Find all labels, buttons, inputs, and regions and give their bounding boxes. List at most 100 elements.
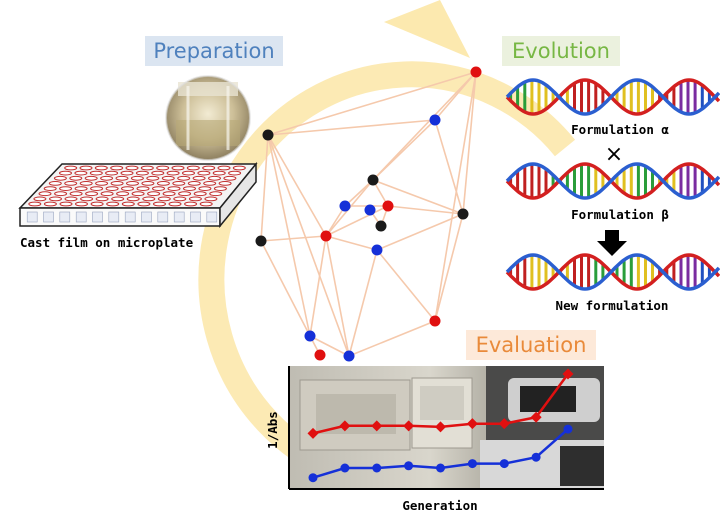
microplate-well xyxy=(95,196,109,202)
evaluation-label: Evaluation xyxy=(466,330,596,360)
microplate-well xyxy=(202,165,216,171)
cycle-ring xyxy=(198,61,576,483)
microplate-well xyxy=(208,175,221,181)
microplate-well xyxy=(106,201,120,207)
microplate-well xyxy=(69,191,83,197)
preparation-label-text: Preparation xyxy=(153,39,274,63)
dna-backbone-red xyxy=(505,162,720,200)
data-point xyxy=(563,424,573,434)
microplate-well xyxy=(69,175,83,181)
microplate-well xyxy=(64,181,78,186)
microplate-well xyxy=(136,186,150,192)
microplate-well xyxy=(90,201,104,207)
network-node xyxy=(371,244,383,256)
microplate-well xyxy=(38,191,52,197)
network-node xyxy=(470,66,482,78)
microplate-well xyxy=(188,196,202,202)
microplate-well xyxy=(171,165,185,171)
microplate-well xyxy=(130,175,144,181)
network-edge xyxy=(309,335,350,357)
microplate-well xyxy=(105,170,119,176)
formulation-beta-caption: Formulation β xyxy=(571,207,669,222)
microplate-well xyxy=(54,191,68,197)
microplate-well xyxy=(28,201,42,207)
microplate-well xyxy=(59,170,72,176)
x-axis-label: Generation xyxy=(402,498,477,513)
preparation-label: Preparation xyxy=(145,36,283,66)
microplate-well-front xyxy=(108,211,120,223)
microplate-well xyxy=(126,196,140,202)
microplate-well xyxy=(186,165,200,171)
dna-backbone-red xyxy=(505,253,720,291)
evolution-label: Evolution xyxy=(502,36,620,66)
microplate-well xyxy=(157,196,171,202)
network-node xyxy=(364,204,376,216)
network-node xyxy=(314,349,326,361)
microplate-well-front xyxy=(206,211,218,223)
microplate-well xyxy=(137,201,151,207)
microplate-well-front xyxy=(92,211,103,223)
data-point xyxy=(562,368,574,380)
microplate-well-front xyxy=(190,211,201,223)
microplate-well xyxy=(74,186,88,192)
microplate-well-front xyxy=(75,211,87,223)
microplate-well xyxy=(100,175,114,181)
microplate-well xyxy=(59,186,73,192)
microplate-well xyxy=(166,170,180,176)
microplate-well xyxy=(53,175,67,181)
data-point xyxy=(498,418,510,430)
dna-backbone-blue xyxy=(505,162,720,200)
microplate-well xyxy=(153,201,166,207)
network-edge xyxy=(309,235,327,337)
network-edge xyxy=(372,119,436,181)
dna-backbone-blue xyxy=(505,78,720,116)
microplate-well xyxy=(125,165,139,171)
data-point xyxy=(531,452,541,462)
microplate-well xyxy=(203,181,217,186)
microplate-well xyxy=(167,186,181,192)
microplate-well-front xyxy=(124,211,136,223)
network-edge xyxy=(260,235,327,242)
microplate-well-front xyxy=(43,211,54,223)
microplate-well xyxy=(187,181,201,186)
microplate-well xyxy=(94,165,108,171)
network-edge xyxy=(267,134,327,237)
microplate-well xyxy=(131,191,145,197)
microplate-well xyxy=(79,181,93,186)
network-node xyxy=(262,129,274,141)
data-point xyxy=(340,463,350,473)
data-point xyxy=(372,463,382,473)
evolution-chart xyxy=(288,366,604,490)
microplate-well xyxy=(151,170,165,176)
microplate-well xyxy=(33,196,47,202)
microplate-well xyxy=(209,191,223,197)
network-node xyxy=(339,200,351,212)
network-edge xyxy=(372,179,464,215)
network-edge xyxy=(372,71,477,181)
microplate-well xyxy=(156,165,170,171)
data-point xyxy=(404,461,414,471)
microplate-well xyxy=(105,186,119,192)
microplate-well-front xyxy=(141,211,152,223)
data-point xyxy=(499,459,509,469)
microplate-well xyxy=(172,181,186,186)
microplate-well xyxy=(121,186,134,192)
network-node xyxy=(375,220,387,232)
microplate-well xyxy=(100,191,114,197)
microplate-well xyxy=(116,191,130,197)
microplate-well-front xyxy=(59,211,71,223)
network-edge xyxy=(267,71,477,136)
microplate-well xyxy=(59,201,73,207)
network-edge xyxy=(260,134,269,242)
network-edge xyxy=(434,119,464,215)
network-edge xyxy=(434,213,464,322)
microplate-well xyxy=(135,170,149,176)
network-edge xyxy=(267,119,436,136)
microplate-caption: Cast film on microplate xyxy=(20,235,194,250)
microplate-well xyxy=(89,170,103,176)
microplate-well xyxy=(197,170,211,176)
formulation-network xyxy=(255,66,482,362)
microplate-well xyxy=(79,165,93,171)
microplate-well xyxy=(121,201,135,207)
